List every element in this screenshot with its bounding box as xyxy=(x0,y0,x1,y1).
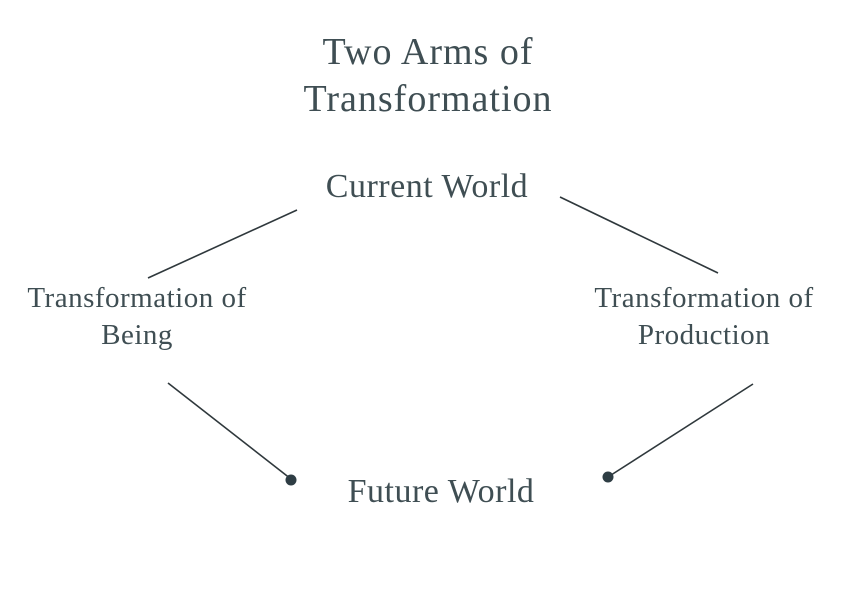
connector-being-to-future xyxy=(167,382,292,480)
endpoint-dot-icon xyxy=(602,471,614,483)
node-production-line1: Transformation of xyxy=(594,282,814,314)
connector-production-to-future xyxy=(607,383,754,478)
node-transformation-of-production: Transformation of Production xyxy=(594,280,813,354)
connector-current-to-being xyxy=(147,209,298,279)
node-current-world: Current World xyxy=(325,168,529,205)
node-being-line1: Transformation of xyxy=(27,282,247,314)
node-transformation-of-being: Transformation of Being xyxy=(27,280,246,354)
diagram-title-line1: Two Arms of xyxy=(322,31,534,73)
node-future-world: Future World xyxy=(347,473,535,510)
diagram-title: Two Arms of Transformation xyxy=(303,29,552,123)
node-being-line2: Being xyxy=(101,319,173,351)
endpoint-dot-icon xyxy=(285,474,297,486)
connector-current-to-production xyxy=(559,196,719,274)
node-production-line2: Production xyxy=(637,319,771,351)
diagram-title-line2: Transformation xyxy=(303,78,553,120)
